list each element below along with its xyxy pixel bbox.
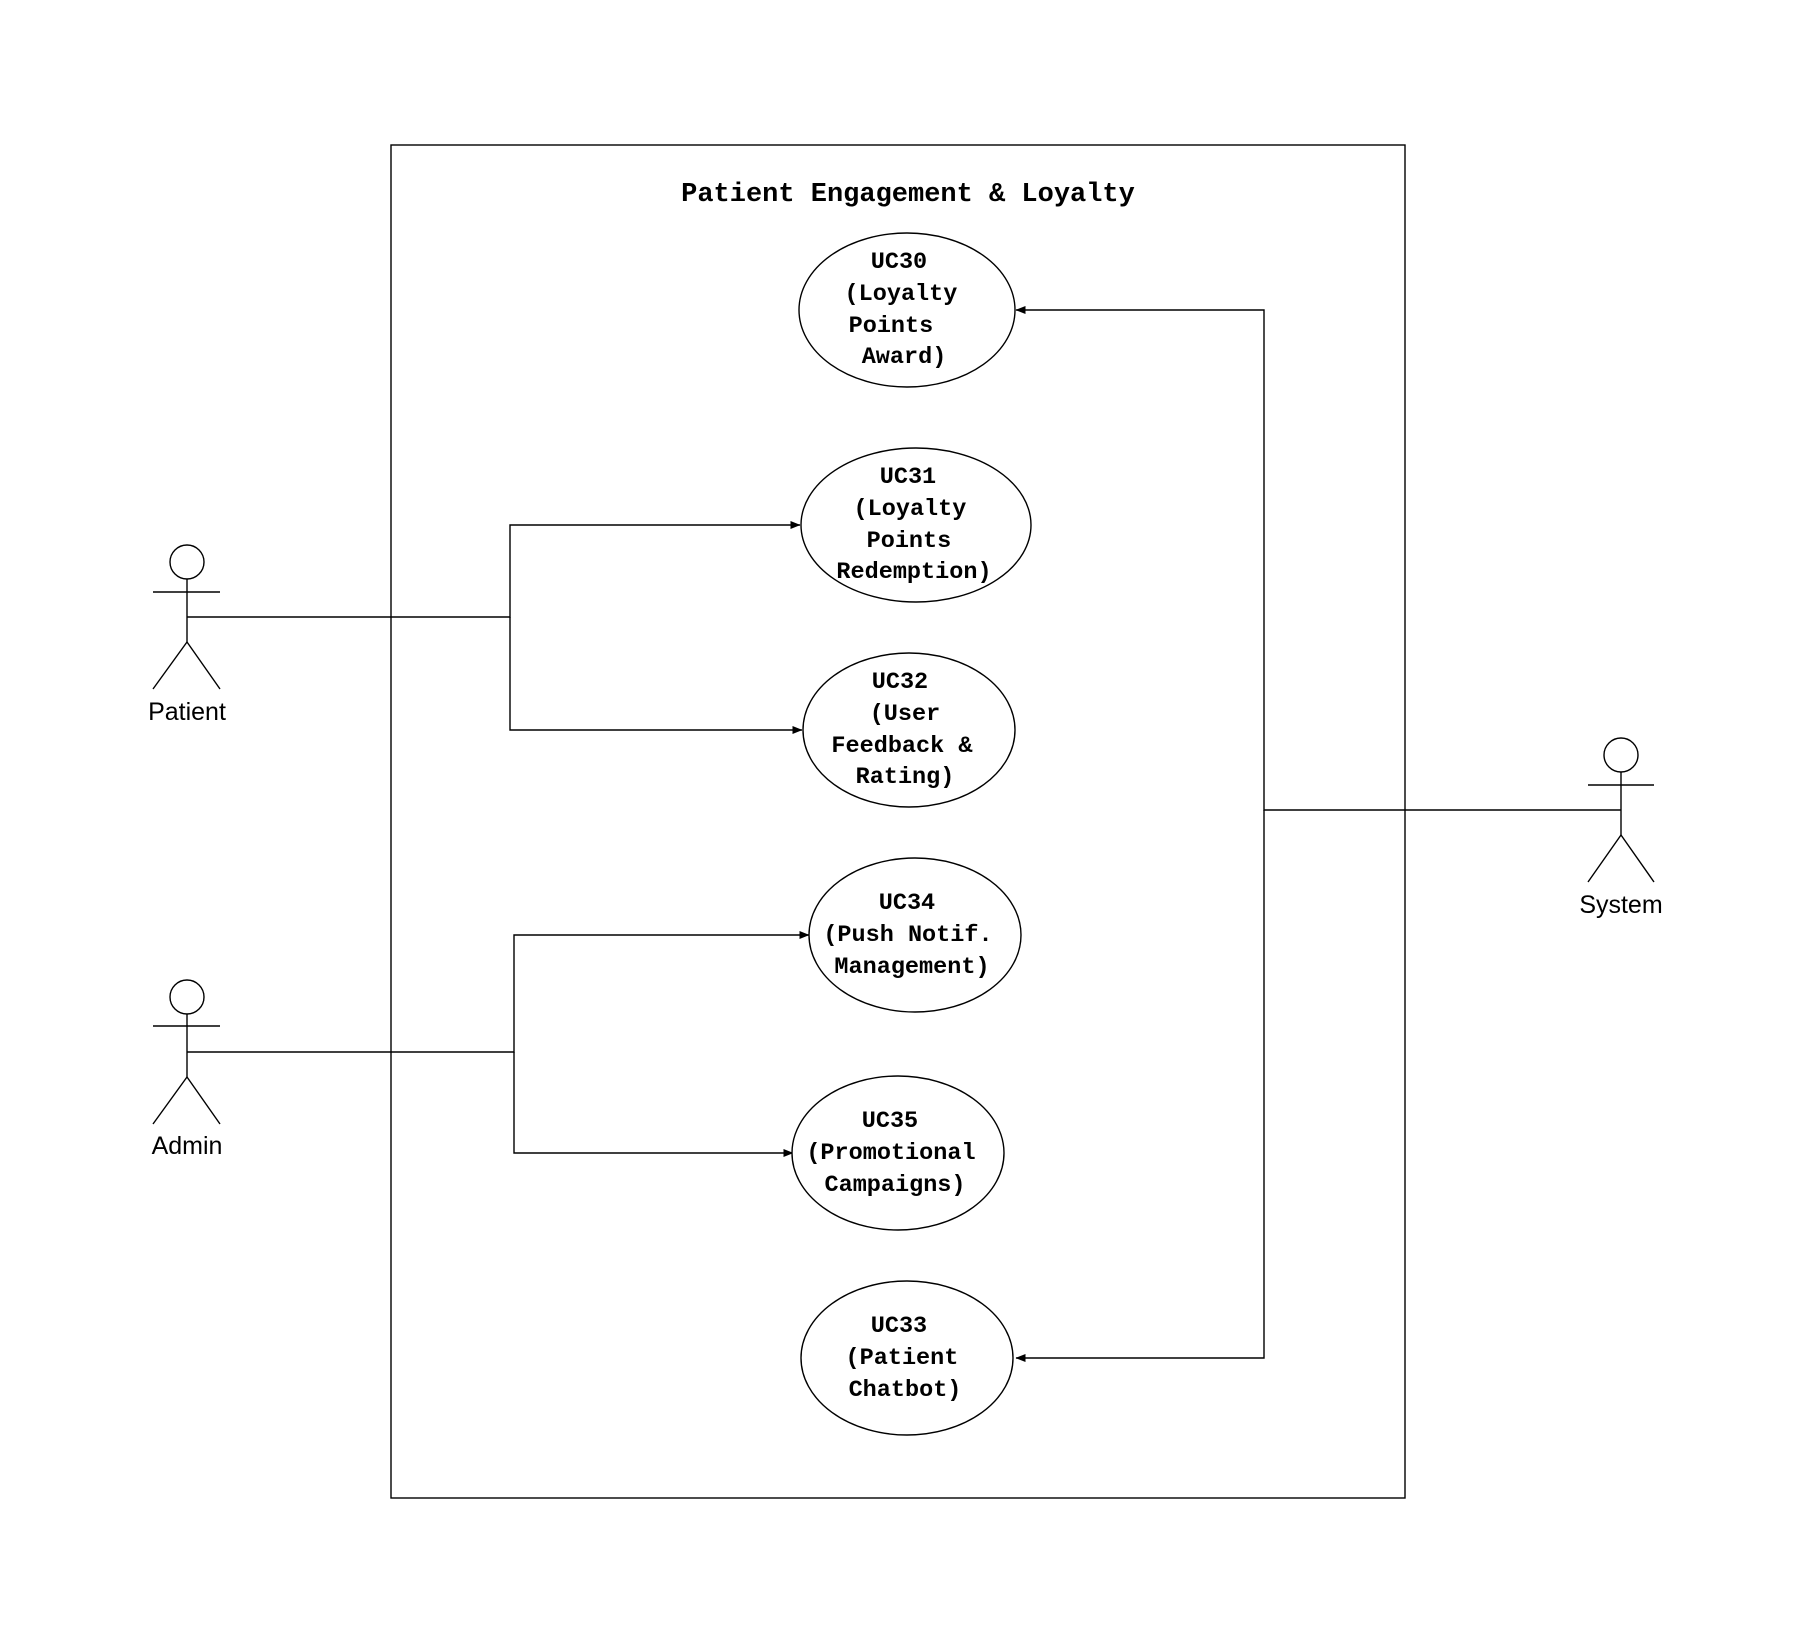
connectors [187, 306, 1621, 1362]
use-case-label: UC35 (Promotional Campaigns) [806, 1108, 989, 1199]
use-case-ellipse [800, 1280, 1014, 1436]
connector-patient-uc31 [187, 521, 801, 618]
use-case-label: UC30 (Loyalty Points Award) [845, 249, 972, 371]
connector-patient-uc32 [509, 617, 803, 734]
actor-label: System [1579, 891, 1662, 919]
use-case-ellipse [808, 857, 1022, 1013]
connector-system-uc30 [1015, 306, 1621, 811]
actor-admin[interactable]: Admin [152, 979, 223, 1160]
stick-figure-icon [152, 544, 221, 690]
actor-system[interactable]: System [1579, 737, 1663, 919]
actor-patient[interactable]: Patient [148, 544, 226, 726]
stick-figure-icon [1587, 737, 1655, 883]
use-case-label: UC33 (Patient Chatbot) [846, 1313, 973, 1404]
use-case-ellipse [802, 652, 1016, 808]
use-case-label: UC32 (User Feedback & Rating) [831, 669, 986, 791]
connector-system-uc33 [1015, 810, 1265, 1362]
use-case-uc30[interactable]: UC30 (Loyalty Points Award) [798, 232, 1016, 388]
use-case-label: UC31 (Loyalty Points Redemption) [836, 464, 991, 586]
use-case-ellipse [800, 447, 1032, 603]
use-case-uc34[interactable]: UC34 (Push Notif. Management) [808, 857, 1022, 1013]
actor-label: Admin [152, 1132, 223, 1160]
use-case-ellipse [791, 1075, 1005, 1231]
diagram-title: Patient Engagement & Loyalty [681, 180, 1135, 210]
connector-admin-uc34 [187, 931, 810, 1053]
connector-admin-uc35 [513, 1052, 794, 1157]
stick-figure-icon [152, 979, 221, 1125]
actor-label: Patient [148, 698, 226, 726]
use-case-uc33[interactable]: UC33 (Patient Chatbot) [800, 1280, 1014, 1436]
use-case-uc32[interactable]: UC32 (User Feedback & Rating) [802, 652, 1016, 808]
use-case-ellipse [798, 232, 1016, 388]
use-case-uc35[interactable]: UC35 (Promotional Campaigns) [791, 1075, 1005, 1231]
use-case-uc31[interactable]: UC31 (Loyalty Points Redemption) [800, 447, 1032, 603]
use-case-label: UC34 (Push Notif. Management) [823, 890, 1006, 981]
